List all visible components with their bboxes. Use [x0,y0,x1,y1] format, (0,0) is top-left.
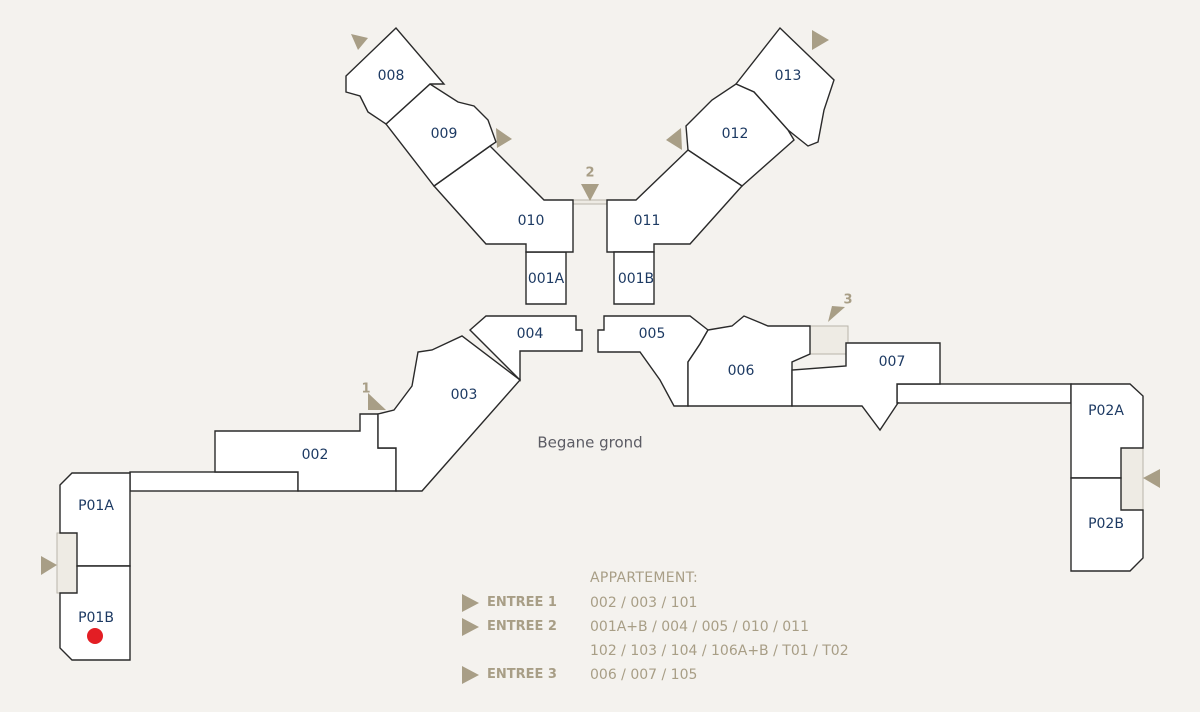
unit-label-005: 005 [639,326,666,342]
unit-label-004: 004 [517,326,544,342]
entrance-arrow-icon [496,128,512,148]
unit-003[interactable] [377,335,522,492]
unit-label-p02a: P02A [1088,403,1124,419]
unit-label-001b: 001B [618,271,654,287]
corridor-east [896,383,1072,404]
legend-entree-1-label: ENTREE 1 [487,595,557,610]
entrance-number-3: 3 [843,293,852,308]
legend-arrow-icon [462,666,479,684]
corridor-west [129,471,299,492]
legend-entree-1-value: 002 / 003 / 101 [590,595,698,611]
entrance-arrow-icon [812,30,829,50]
unit-label-010: 010 [518,213,545,229]
entrance-arrow-icon [828,306,845,322]
entrance-arrow-icon [581,184,599,201]
legend-entree-3-label: ENTREE 3 [487,667,557,682]
unit-label-008: 008 [378,68,405,84]
entrance-arrow-icon [368,393,386,410]
entrance-arrow-icon [351,34,368,50]
unit-label-003: 003 [451,387,478,403]
unit-label-012: 012 [722,126,749,142]
legend-entree-3-value: 006 / 007 / 105 [590,667,698,683]
entrance-number-2: 2 [585,166,594,181]
legend-arrow-icon [462,594,479,612]
entrance-arrow-icon [666,128,682,150]
unit-004[interactable] [468,315,583,382]
unit-007[interactable] [791,342,941,432]
unit-label-011: 011 [634,213,661,229]
unit-010[interactable] [432,145,574,253]
entrance-gap-p01 [56,532,78,594]
entrance-gap-p02 [1120,447,1144,511]
unit-p01b[interactable] [59,565,131,661]
unit-label-009: 009 [431,126,458,142]
unit-label-p01a: P01A [78,498,114,514]
entrance-number-1: 1 [361,382,370,397]
unit-011[interactable] [606,149,744,253]
entrance-gap-3 [809,325,849,355]
unit-label-002: 002 [302,447,329,463]
unit-p02b[interactable] [1070,477,1144,572]
unit-label-p01b: P01B [78,610,114,626]
unit-006[interactable] [687,315,811,407]
entrance-arrow-icon [1143,469,1160,488]
unit-label-013: 013 [775,68,802,84]
unit-009[interactable] [385,83,497,187]
legend-header: APPARTEMENT: [590,570,698,586]
entrance-arrow-icon [41,556,57,575]
unit-001b[interactable] [613,251,655,305]
legend-entree-2-value: 001A+B / 004 / 005 / 010 / 011 [590,619,809,635]
unit-008[interactable] [345,26,446,125]
floor-caption: Begane grond [537,434,642,452]
unit-label-006: 006 [728,363,755,379]
legend-entree-2-value-cont: 102 / 103 / 104 / 106A+B / T01 / T02 [590,643,849,659]
unit-label-001a: 001A [528,271,565,287]
legend-entree-2-label: ENTREE 2 [487,619,557,634]
location-marker-icon [87,628,103,644]
unit-label-007: 007 [879,354,906,370]
unit-label-p02b: P02B [1088,516,1124,532]
legend-arrow-icon [462,618,479,636]
